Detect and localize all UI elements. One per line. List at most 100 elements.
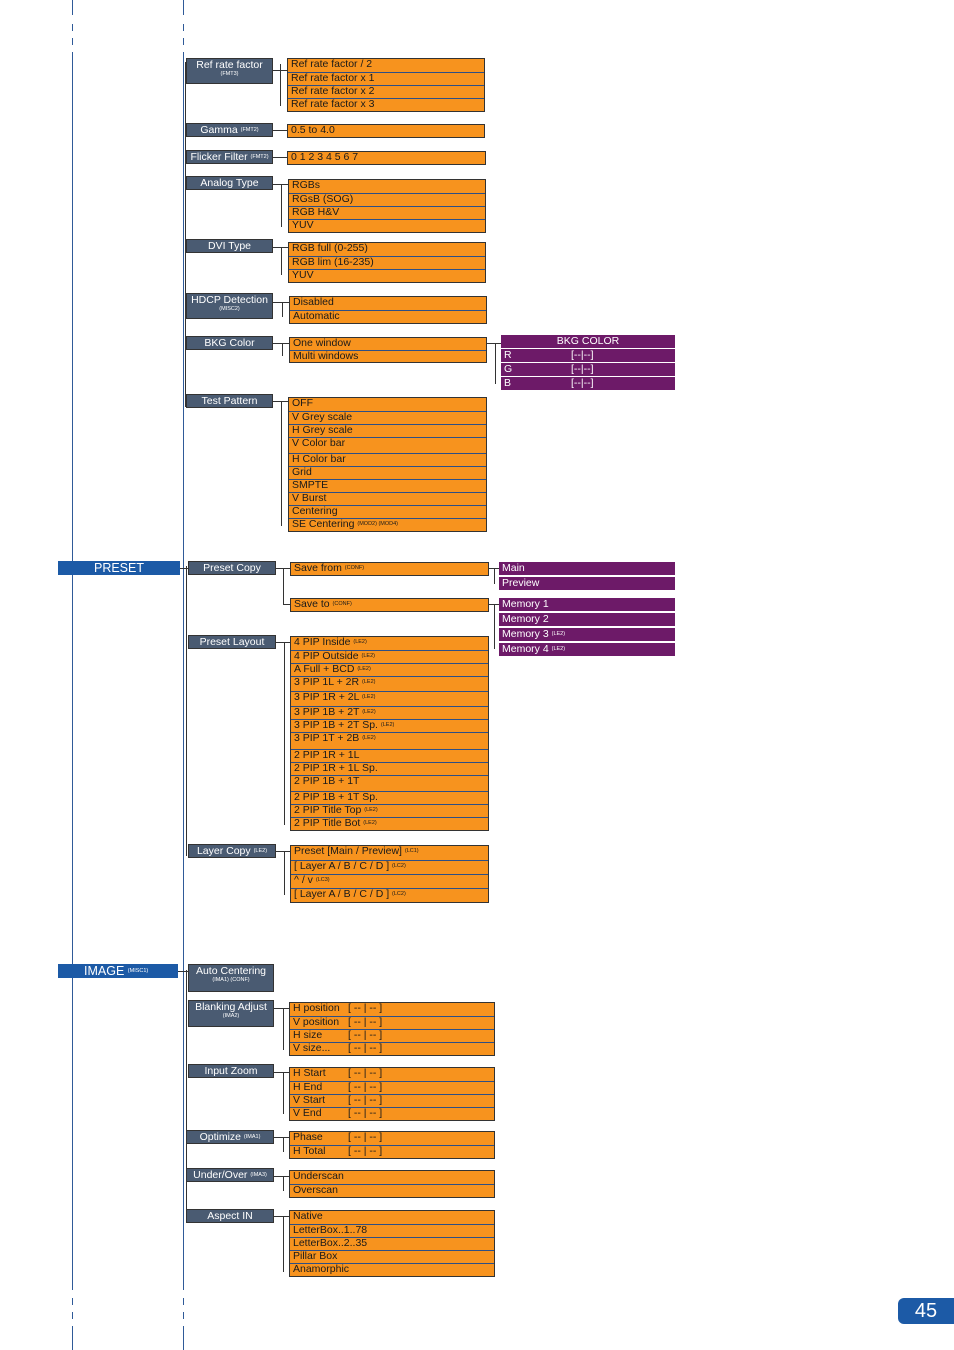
- guide-dash: [183, 1298, 184, 1305]
- menu-optimize[interactable]: Optimize (IMA1): [186, 1130, 274, 1144]
- option-item[interactable]: A Full + BCD (LE2): [291, 663, 488, 676]
- option-item[interactable]: OFF: [289, 398, 486, 411]
- section-preset[interactable]: PRESET: [58, 561, 180, 575]
- option-item[interactable]: 4 PIP Outside (LE2): [291, 650, 488, 663]
- option-item[interactable]: 0 1 2 3 4 5 6 7: [288, 152, 485, 164]
- option-item[interactable]: Preset [Main / Preview] (LC1): [291, 846, 488, 860]
- option-item[interactable]: Native: [290, 1211, 494, 1224]
- menu-flicker-filter[interactable]: Flicker Filter (FMT2): [186, 150, 273, 164]
- option-item[interactable]: V Burst: [289, 492, 486, 505]
- save-from-preview[interactable]: Preview: [499, 577, 675, 590]
- option-item[interactable]: Disabled: [290, 297, 486, 310]
- save-to-memory-4[interactable]: Memory 4 (LE2): [499, 643, 675, 656]
- option-item[interactable]: YUV: [289, 269, 485, 282]
- menu-input-zoom[interactable]: Input Zoom: [188, 1064, 274, 1078]
- option-item[interactable]: H Color bar: [289, 453, 486, 466]
- option-item[interactable]: Phase[ -- | -- ]: [290, 1132, 494, 1145]
- menu-dvi-type[interactable]: DVI Type: [186, 239, 273, 253]
- option-item[interactable]: Pillar Box: [290, 1250, 494, 1263]
- option-item[interactable]: Anamorphic: [290, 1263, 494, 1276]
- menu-under-over[interactable]: Under/Over (IMA3): [186, 1168, 274, 1182]
- bkg-color-row-g[interactable]: G [--|--]: [501, 363, 675, 376]
- option-item[interactable]: H position[ -- | -- ]: [290, 1003, 494, 1016]
- option-item[interactable]: 3 PIP 1T + 2B (LE2): [291, 732, 488, 745]
- option-item[interactable]: [ Layer A / B / C / D ] (LC2): [291, 888, 488, 902]
- menu-preset-copy[interactable]: Preset Copy: [188, 561, 276, 575]
- bkg-color-row-b[interactable]: B [--|--]: [501, 377, 675, 390]
- option-item[interactable]: Ref rate factor x 3: [288, 98, 484, 111]
- menu-layer-copy[interactable]: Layer Copy (LE2): [188, 844, 276, 858]
- menu-blanking-adjust[interactable]: Blanking Adjust (IMA2): [188, 1000, 274, 1027]
- section-image[interactable]: IMAGE (MISC1): [58, 964, 178, 978]
- option-item[interactable]: RGBs: [289, 180, 485, 193]
- option-item[interactable]: V Grey scale: [289, 411, 486, 424]
- option-item[interactable]: RGB lim (16-235): [289, 256, 485, 269]
- option-item[interactable]: 3 PIP 1R + 2L (LE2): [291, 691, 488, 704]
- menu-analog-type[interactable]: Analog Type: [186, 176, 273, 190]
- save-to-memory-2[interactable]: Memory 2: [499, 613, 675, 626]
- option-tag: (LE2): [362, 735, 376, 741]
- option-item[interactable]: 3 PIP 1L + 2R (LE2): [291, 676, 488, 689]
- option-item[interactable]: H End[ -- | -- ]: [290, 1081, 494, 1094]
- option-item[interactable]: V End[ -- | -- ]: [290, 1107, 494, 1120]
- option-item[interactable]: RGsB (SOG): [289, 193, 485, 206]
- option-item[interactable]: Ref rate factor x 2: [288, 85, 484, 98]
- option-item[interactable]: H Grey scale: [289, 424, 486, 437]
- option-item[interactable]: H size[ -- | -- ]: [290, 1029, 494, 1042]
- connector: [487, 343, 501, 344]
- option-item[interactable]: Overscan: [290, 1184, 494, 1197]
- option-item[interactable]: 0.5 to 4.0: [288, 125, 484, 137]
- menu-gamma[interactable]: Gamma (FMT2): [186, 123, 273, 137]
- save-to-memory-3[interactable]: Memory 3 (LE2): [499, 628, 675, 641]
- option-item[interactable]: Centering: [289, 505, 486, 518]
- option-item[interactable]: SMPTE: [289, 479, 486, 492]
- menu-preset-layout[interactable]: Preset Layout: [188, 635, 276, 649]
- option-label: ^ / v: [294, 874, 313, 886]
- option-item[interactable]: V size...[ -- | -- ]: [290, 1042, 494, 1055]
- option-item[interactable]: 2 PIP 1B + 1T Sp.: [291, 791, 488, 804]
- option-item[interactable]: 2 PIP 1R + 1L: [291, 749, 488, 762]
- save-from-main[interactable]: Main: [499, 562, 675, 575]
- menu-aspect-in[interactable]: Aspect IN: [186, 1209, 274, 1223]
- option-item[interactable]: 4 PIP Inside (LE2): [291, 637, 488, 650]
- option-item[interactable]: YUV: [289, 219, 485, 232]
- option-item[interactable]: 2 PIP Title Bot (LE2): [291, 817, 488, 830]
- option-item[interactable]: Multi windows: [290, 350, 486, 362]
- option-item[interactable]: Grid: [289, 466, 486, 479]
- option-item[interactable]: 2 PIP 1R + 1L Sp.: [291, 762, 488, 775]
- save-to-memory-1[interactable]: Memory 1: [499, 598, 675, 611]
- option-item[interactable]: V Start[ -- | -- ]: [290, 1094, 494, 1107]
- option-item[interactable]: RGB H&V: [289, 206, 485, 219]
- guide-dash: [72, 0, 73, 15]
- option-item[interactable]: LetterBox..1..78: [290, 1224, 494, 1237]
- menu-test-pattern[interactable]: Test Pattern: [186, 394, 273, 408]
- option-item[interactable]: Ref rate factor x 1: [288, 72, 484, 85]
- option-item[interactable]: Ref rate factor / 2: [288, 59, 484, 72]
- option-item[interactable]: V position[ -- | -- ]: [290, 1016, 494, 1029]
- option-label: V size...: [293, 1042, 331, 1054]
- option-item[interactable]: Automatic: [290, 310, 486, 323]
- option-item[interactable]: SE Centering (MOD2) (MOD4): [289, 518, 486, 531]
- option-item[interactable]: RGB full (0-255): [289, 243, 485, 256]
- connector: [281, 184, 282, 227]
- option-item[interactable]: Underscan: [290, 1171, 494, 1184]
- option-item[interactable]: 2 PIP 1B + 1T: [291, 775, 488, 788]
- menu-hdcp-detection[interactable]: HDCP Detection (MISC2): [186, 293, 273, 319]
- option-item[interactable]: 2 PIP Title Top (LE2): [291, 804, 488, 817]
- option-item[interactable]: H Total[ -- | -- ]: [290, 1145, 494, 1158]
- option-item[interactable]: H Start[ -- | -- ]: [290, 1068, 494, 1081]
- option-item[interactable]: Save from (CONF): [291, 563, 488, 575]
- option-item[interactable]: ^ / v (LC3): [291, 874, 488, 888]
- option-item[interactable]: 3 PIP 1B + 2T Sp. (LE2): [291, 719, 488, 732]
- option-item[interactable]: 3 PIP 1B + 2T (LE2): [291, 706, 488, 719]
- connector: [180, 568, 188, 569]
- option-item[interactable]: V Color bar: [289, 437, 486, 450]
- option-item[interactable]: LetterBox..2..35: [290, 1237, 494, 1250]
- option-item[interactable]: One window: [290, 338, 486, 350]
- bkg-color-row-r[interactable]: R [--|--]: [501, 349, 675, 362]
- option-item[interactable]: [ Layer A / B / C / D ] (LC2): [291, 860, 488, 874]
- option-item[interactable]: Save to (CONF): [291, 599, 488, 611]
- menu-ref-rate-factor[interactable]: Ref rate factor (FMT3): [186, 58, 273, 84]
- menu-auto-centering[interactable]: Auto Centering (IMA1) (CONF): [188, 964, 274, 992]
- menu-bkg-color[interactable]: BKG Color: [186, 336, 273, 350]
